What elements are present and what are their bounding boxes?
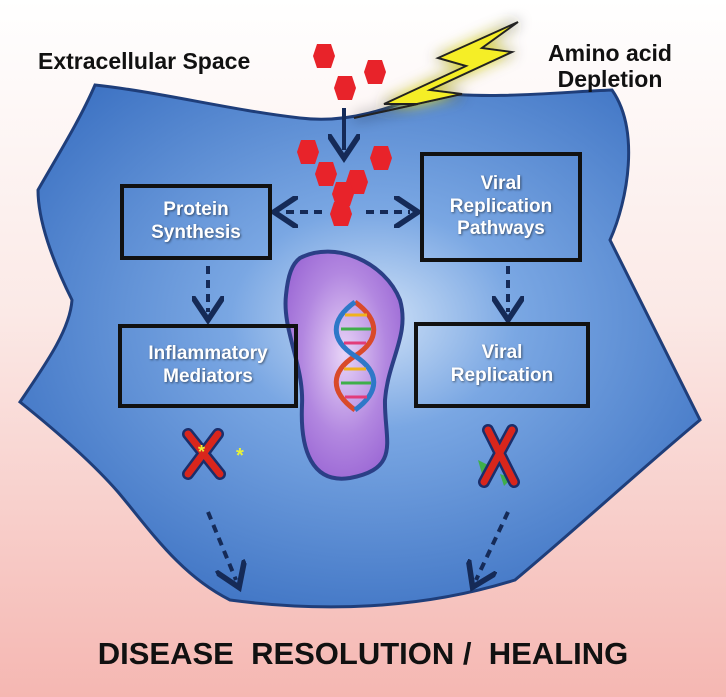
amino-acid-hexagon-icon	[297, 140, 319, 164]
lightning-bolt-icon	[353, 21, 519, 119]
dna-helix-icon	[333, 299, 377, 413]
amino-acid-cluster	[297, 44, 392, 226]
inflammatory-mediators-box: Inflammatory Mediators	[118, 324, 298, 408]
box-line: Replication	[449, 195, 553, 217]
svg-text:*: *	[198, 442, 205, 462]
protein-synthesis-box: Protein Synthesis	[120, 184, 272, 260]
disease-resolution-footer: DISEASE RESOLUTION / HEALING	[97, 636, 629, 671]
box-line: Replication	[450, 365, 554, 386]
box-line: Mediators	[163, 366, 253, 387]
box-line: Viral	[480, 172, 522, 194]
box-line: Synthesis	[151, 222, 241, 243]
amino-acid-hexagon-icon	[313, 44, 335, 68]
cross-mark-icon: * *	[182, 428, 244, 480]
svg-text:*: *	[236, 445, 244, 467]
amino-acid-hexagon-icon	[334, 76, 356, 100]
extracellular-space-label: Extracellular Space	[38, 48, 251, 74]
viral-replication-box: Viral Replication	[414, 322, 590, 408]
amino-acid-hexagon-icon	[330, 202, 352, 226]
box-line: Pathways	[457, 218, 545, 240]
amino-acid-hexagon-icon	[315, 162, 337, 186]
viral-replication-pathways-box: Viral Replication Pathways	[420, 152, 582, 262]
cross-mark-icon	[478, 424, 520, 488]
amino-acid-depletion-line1: Amino acid	[548, 40, 672, 66]
amino-acid-hexagon-icon	[332, 182, 354, 206]
amino-acid-hexagon-icon	[364, 60, 386, 84]
box-line: Inflammatory	[148, 343, 268, 365]
box-line: Protein	[163, 199, 229, 221]
amino-acid-hexagon-icon	[370, 146, 392, 170]
arrow-icon	[476, 511, 510, 580]
amino-acid-depletion-label: Amino acid Depletion	[520, 40, 700, 93]
amino-acid-depletion-line2: Depletion	[557, 66, 663, 93]
arrow-icon	[206, 511, 236, 580]
box-line: Viral	[481, 342, 523, 364]
